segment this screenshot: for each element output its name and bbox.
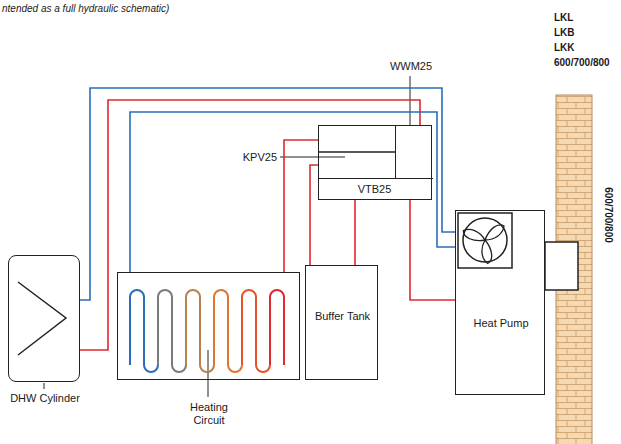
heat-exchanger xyxy=(18,282,66,355)
pipe-line xyxy=(130,112,455,272)
component-label: DHW Cylinder xyxy=(0,392,91,405)
fan-housing xyxy=(458,213,512,268)
component-label: WWM25 xyxy=(381,60,441,73)
fan-circle xyxy=(463,218,507,262)
pipe-line xyxy=(80,100,420,350)
component-label: VTB25 xyxy=(319,183,430,196)
component-label: Heating Circuit xyxy=(174,401,244,427)
pipe-line xyxy=(410,200,455,300)
component-box: Heat Pump xyxy=(455,210,545,395)
component-box: Buffer Tank xyxy=(305,265,378,380)
fan-blades xyxy=(462,224,504,264)
component-box: VTB25 KPV25WWM25 xyxy=(318,125,432,200)
model-label: 600/700/800 xyxy=(554,57,610,69)
component-box: DHW Cylinder xyxy=(8,255,80,382)
component-label: KPV25 xyxy=(227,151,277,164)
divider-line xyxy=(318,151,395,153)
pipe-line xyxy=(284,140,319,272)
pipe-line xyxy=(80,88,455,300)
component-label: Buffer Tank xyxy=(310,310,375,323)
component-box: Heating Circuit xyxy=(117,272,300,380)
unit-section: WWM25 xyxy=(396,126,433,179)
wall-duct xyxy=(545,242,578,290)
note-text: ntended as a full hydraulic schematic) xyxy=(2,3,169,15)
model-label: LKK xyxy=(554,42,575,54)
heating-coil xyxy=(130,290,284,372)
component-label: Heat Pump xyxy=(460,317,542,330)
pipe-line xyxy=(354,200,356,265)
unit-section: KPV25 xyxy=(319,126,396,179)
model-label: LKB xyxy=(554,27,575,39)
model-label: 600/700/800 xyxy=(602,183,614,247)
model-label: LKL xyxy=(554,12,573,24)
